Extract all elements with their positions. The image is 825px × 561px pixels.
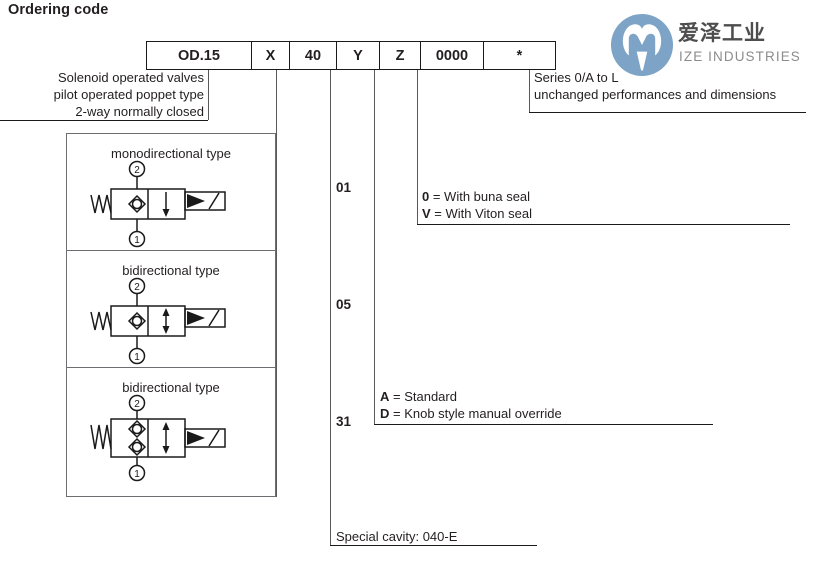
- symbol-code-01: 01: [335, 180, 351, 195]
- code-box-4[interactable]: Z: [379, 41, 420, 70]
- symbol-type-label-05: bidirectional type: [122, 263, 220, 278]
- symbol-row-01: monodirectional type 01 2 1: [67, 133, 351, 250]
- svg-text:1: 1: [134, 235, 140, 246]
- seal-text-0: = With buna seal: [429, 189, 531, 204]
- descriptor-left-line-1: Solenoid operated valves: [58, 70, 204, 85]
- code-box-0[interactable]: OD.15: [146, 41, 251, 70]
- code-box-2[interactable]: 40: [289, 41, 336, 70]
- descriptor-left-line-3: 2-way normally closed: [75, 103, 204, 119]
- descriptor-override-block: A = Standard D = Knob style manual overr…: [380, 389, 562, 423]
- descriptor-seal-block: 0 = With buna seal V = With Viton seal: [422, 189, 532, 223]
- code-box-1[interactable]: X: [251, 41, 289, 70]
- symbol-type-label-31: bidirectional type: [122, 380, 220, 395]
- symbol-code-31: 31: [335, 414, 351, 429]
- code-box-5[interactable]: 0000: [420, 41, 483, 70]
- symbol-row-31: bidirectional type 31 2 1: [67, 367, 351, 484]
- svg-text:2: 2: [134, 282, 140, 293]
- code-box-6[interactable]: *: [483, 41, 556, 70]
- logo-chinese-text: 爱泽工业: [678, 21, 766, 45]
- override-text-a: = Standard: [389, 389, 457, 404]
- descriptor-left-line-2: pilot operated poppet type: [53, 86, 204, 102]
- descriptor-series-line-1: Series 0/A to L: [534, 70, 619, 85]
- logo-english-text: IZE INDUSTRIES: [679, 49, 801, 64]
- override-code-a: A: [380, 389, 390, 404]
- descriptor-left-block: Solenoid operated valves pilot operated …: [0, 70, 208, 120]
- descriptor-series-block: Series 0/A to L unchanged performances a…: [534, 70, 776, 104]
- svg-text:2: 2: [134, 399, 140, 410]
- page-title: Ordering code: [8, 2, 109, 18]
- valve-symbol-05: 2 1: [90, 277, 226, 365]
- descriptor-seal-line-2: V = With Viton seal: [422, 206, 532, 223]
- code-box-3[interactable]: Y: [336, 41, 379, 70]
- symbol-type-label-01: monodirectional type: [111, 146, 231, 161]
- descriptor-override-line-1: A = Standard: [380, 389, 562, 406]
- seal-text-v: = With Viton seal: [430, 205, 532, 221]
- valve-symbol-31: 2 1: [90, 394, 226, 482]
- symbol-row-05: bidirectional type 05 2 1: [67, 250, 351, 367]
- valve-symbol-table: monodirectional type 01 2 1: [66, 133, 351, 497]
- descriptor-override-line-2: D = Knob style manual override: [380, 406, 562, 423]
- svg-text:1: 1: [134, 469, 140, 480]
- descriptor-seal-line-1: 0 = With buna seal: [422, 189, 532, 206]
- symbol-code-05: 05: [335, 297, 351, 312]
- brand-logo: 爱泽工业 IZE INDUSTRIES: [606, 8, 821, 80]
- seal-code-0: 0: [422, 189, 430, 204]
- seal-code-v: V: [422, 205, 431, 221]
- descriptor-series-line-2: unchanged performances and dimensions: [534, 86, 777, 102]
- valve-symbol-01: 2 1: [90, 160, 226, 248]
- descriptor-cavity-block: Special cavity: 040-E: [336, 529, 458, 544]
- override-text-d: = Knob style manual override: [389, 405, 562, 421]
- override-code-d: D: [380, 405, 390, 421]
- svg-text:1: 1: [134, 352, 140, 363]
- svg-text:2: 2: [134, 165, 140, 176]
- ize-industries-logo-mark: [610, 13, 674, 77]
